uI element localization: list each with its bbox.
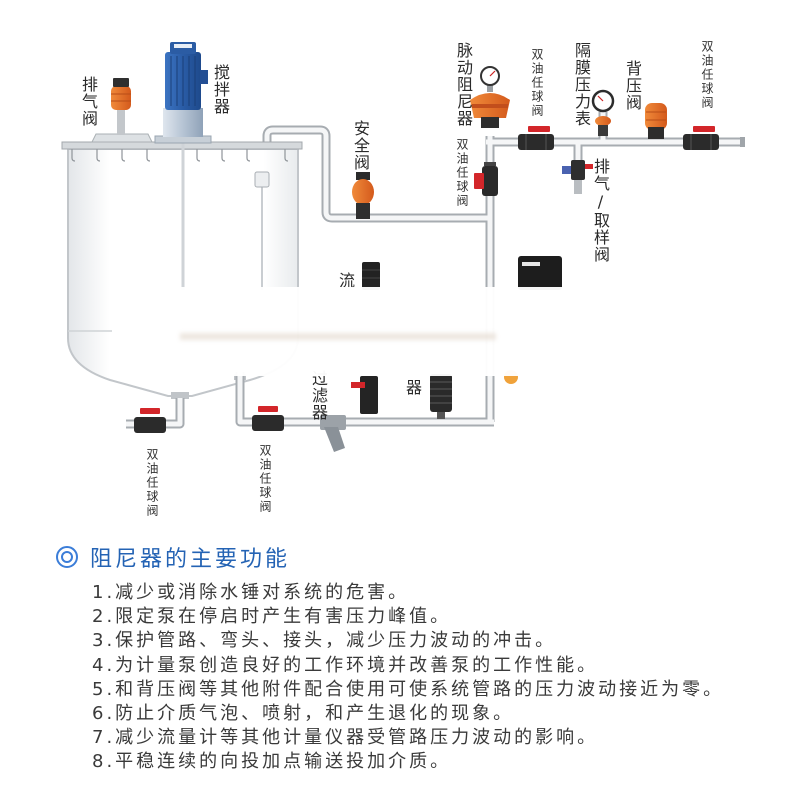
list-item: 6.防止介质气泡、喷射，和产生退化的现象。 <box>92 702 515 724</box>
label-ball-valve-top: 双油任球阀 <box>530 48 544 118</box>
back-pressure-valve-icon <box>645 103 667 139</box>
metering-pump-icon <box>518 256 562 290</box>
faded-overlay-band <box>112 287 660 376</box>
flowmeter-valve-icon <box>351 376 378 414</box>
y-strainer-icon <box>320 415 346 452</box>
ball-valve-vertical-icon <box>474 162 498 196</box>
label-flowmeter-partial: 流 <box>336 272 355 289</box>
label-ball-valve-bottom-left: 双油任球阀 <box>145 448 159 518</box>
ball-valve-right-icon <box>683 126 719 150</box>
double-circle-icon <box>56 546 78 568</box>
mixer-icon <box>154 42 212 290</box>
section-heading: 阻尼器的主要功能 <box>56 544 291 572</box>
list-item: 2.限定泵在停启时产生有害压力峰值。 <box>92 606 452 628</box>
label-sampling-valve: 排气/取样阀 <box>591 158 610 263</box>
ball-valve-bottom-left-icon <box>134 408 166 433</box>
pulsation-damper-icon <box>470 66 510 128</box>
label-safety-valve: 安全阀 <box>351 120 370 171</box>
flowmeter-icon <box>362 262 380 290</box>
section-title: 阻尼器的主要功能 <box>90 547 291 572</box>
label-ball-valve-right: 双油任球阀 <box>700 40 714 110</box>
sampling-valve-icon <box>562 160 593 194</box>
list-item: 3.保护管路、弯头、接头，减少压力波动的冲击。 <box>92 630 557 652</box>
label-pulsation-damper: 脉动阻尼器 <box>454 42 473 127</box>
feature-list: 1.减少或消除水锤对系统的危害。 2.限定泵在停启时产生有害压力峰值。 3.保护… <box>92 581 724 775</box>
label-exhaust-valve: 排气阀 <box>79 76 98 127</box>
pulsation-damper-bottom-icon <box>430 374 452 419</box>
list-item: 8.平稳连续的向投加点输送投加介质。 <box>92 751 452 773</box>
safety-valve-icon <box>352 172 374 219</box>
label-back-pressure-valve: 背压阀 <box>623 60 642 111</box>
ball-valve-bottom-mid-icon <box>252 406 284 431</box>
exhaust-valve-icon <box>111 78 131 135</box>
label-mixer: 搅拌器 <box>211 64 230 115</box>
list-item: 4.为计量泵创造良好的工作环境并改善泵的工作性能。 <box>92 654 599 676</box>
label-filter: 过滤器 <box>309 370 328 421</box>
label-diaphragm-gauge: 隔膜压力表 <box>572 42 591 127</box>
dosing-system-diagram <box>61 42 745 452</box>
pressure-gauge-icon <box>591 89 615 136</box>
blurred-strip <box>180 333 496 340</box>
ball-valve-top-icon <box>518 126 554 150</box>
label-ball-valve-bottom-mid: 双油任球阀 <box>258 444 272 514</box>
label-ball-valve-vertical: 双油任球阀 <box>455 138 469 208</box>
list-item: 7.减少流量计等其他计量仪器受管路压力波动的影响。 <box>92 727 599 749</box>
level-sensor-icon <box>254 171 270 290</box>
list-item: 5.和背压阀等其他附件配合使用可使系统管路的压力波动接近为零。 <box>92 678 725 700</box>
label-damper-partial: 器 <box>403 379 422 396</box>
list-item: 1.减少或消除水锤对系统的危害。 <box>92 582 410 603</box>
